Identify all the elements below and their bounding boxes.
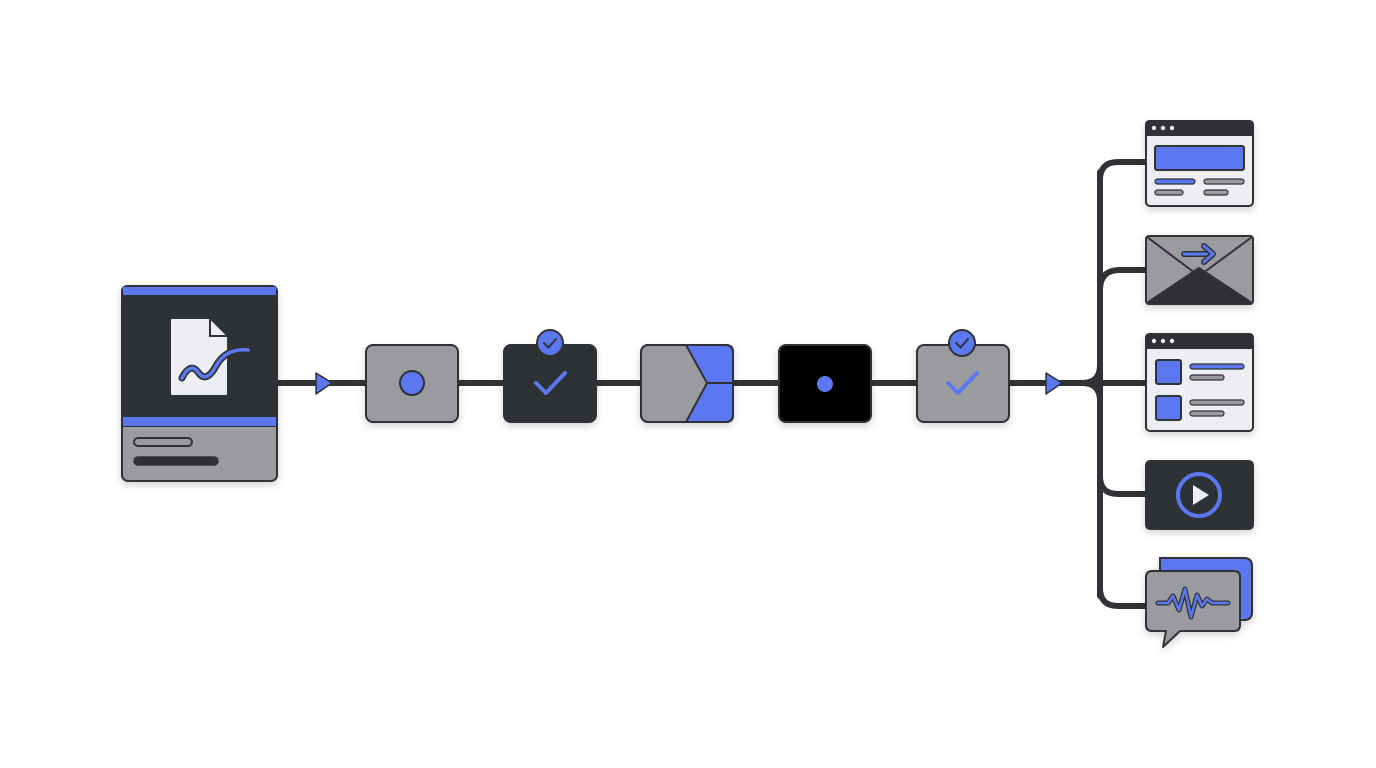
checkmark-icon	[534, 371, 567, 395]
dot-icon	[817, 376, 833, 392]
document-with-signature-icon	[169, 317, 252, 397]
browser-list-icon	[1145, 333, 1254, 421]
branch-audio	[1079, 380, 1151, 609]
branch-video	[1097, 473, 1151, 497]
chevron-split-icon	[640, 344, 734, 423]
source-text-line-2	[133, 456, 219, 466]
flow-arrow-2	[1045, 372, 1063, 395]
play-button-icon	[1176, 472, 1222, 518]
flow-arrow-1	[315, 372, 333, 395]
dot-icon	[399, 370, 425, 396]
waveform-chat-icon	[1155, 586, 1231, 620]
browser-window-icon	[1145, 120, 1254, 196]
branch-email	[1097, 267, 1151, 293]
checkmark-icon	[946, 371, 979, 395]
source-text-line-1	[133, 437, 193, 447]
check-badge-icon	[536, 329, 564, 357]
check-badge-icon	[948, 329, 976, 357]
envelope-arrow-icon	[1146, 236, 1253, 304]
